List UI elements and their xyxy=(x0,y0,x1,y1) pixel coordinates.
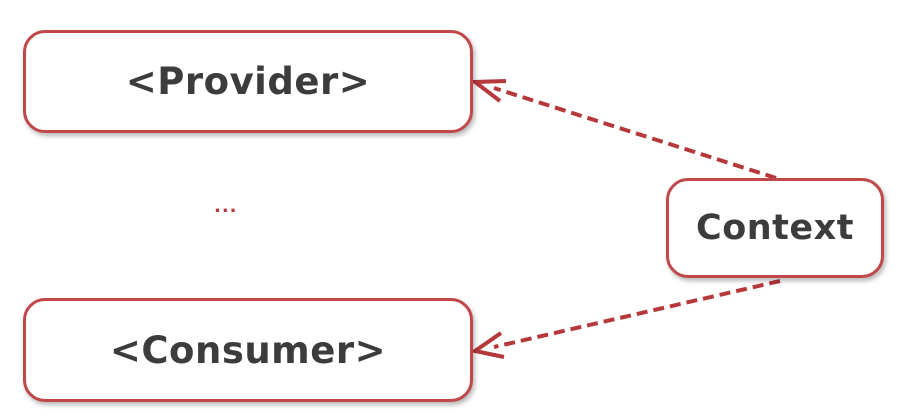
context-node: Context xyxy=(666,178,884,278)
arrow-context-to-provider xyxy=(469,79,777,180)
provider-node: <Provider> xyxy=(23,30,473,133)
context-label: Context xyxy=(696,208,854,248)
consumer-node: <Consumer> xyxy=(23,298,473,402)
ellipsis-label: ... xyxy=(214,196,238,217)
provider-label: <Provider> xyxy=(125,60,371,103)
arrow-context-to-consumer xyxy=(470,279,781,359)
consumer-label: <Consumer> xyxy=(109,328,387,372)
